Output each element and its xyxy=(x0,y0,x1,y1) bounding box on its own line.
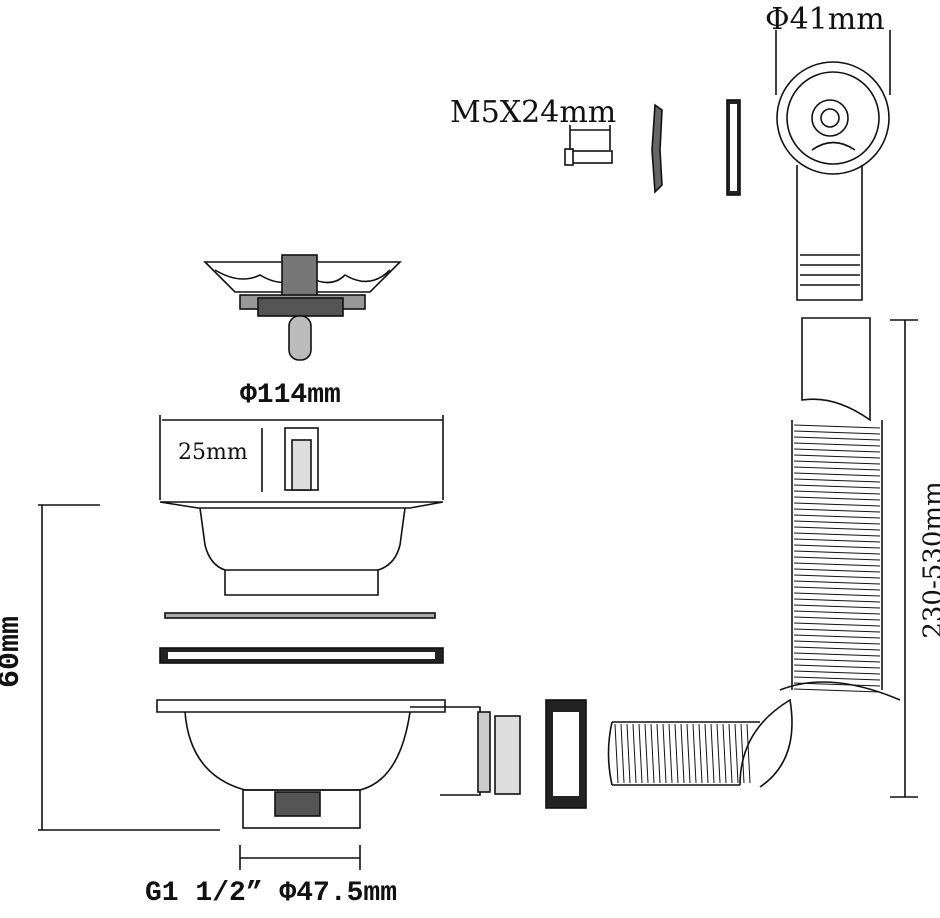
height-label: 60mm xyxy=(0,615,29,689)
depth-label: 25mm xyxy=(178,440,248,465)
hose-length-label: 230-530mm xyxy=(918,481,940,639)
screw-size-label: M5X24mm xyxy=(450,95,617,130)
strainer-diameter-label: Φ114mm xyxy=(240,380,341,411)
washer xyxy=(651,103,663,194)
hose-ribs: (function(){var g=document.currentScript… xyxy=(614,424,881,784)
trap-elbow xyxy=(775,30,891,301)
flexible-hose xyxy=(607,317,901,788)
drain-body xyxy=(156,699,491,829)
strainer-flange xyxy=(159,501,444,596)
thin-gasket xyxy=(164,612,436,619)
basket-strainer xyxy=(203,254,402,361)
slip-nut xyxy=(494,715,521,795)
trap-diameter-label: Φ41mm xyxy=(765,2,885,37)
outlet-thread-label: G1 1/2” Φ47.5mm xyxy=(145,878,398,909)
screw xyxy=(564,125,613,166)
